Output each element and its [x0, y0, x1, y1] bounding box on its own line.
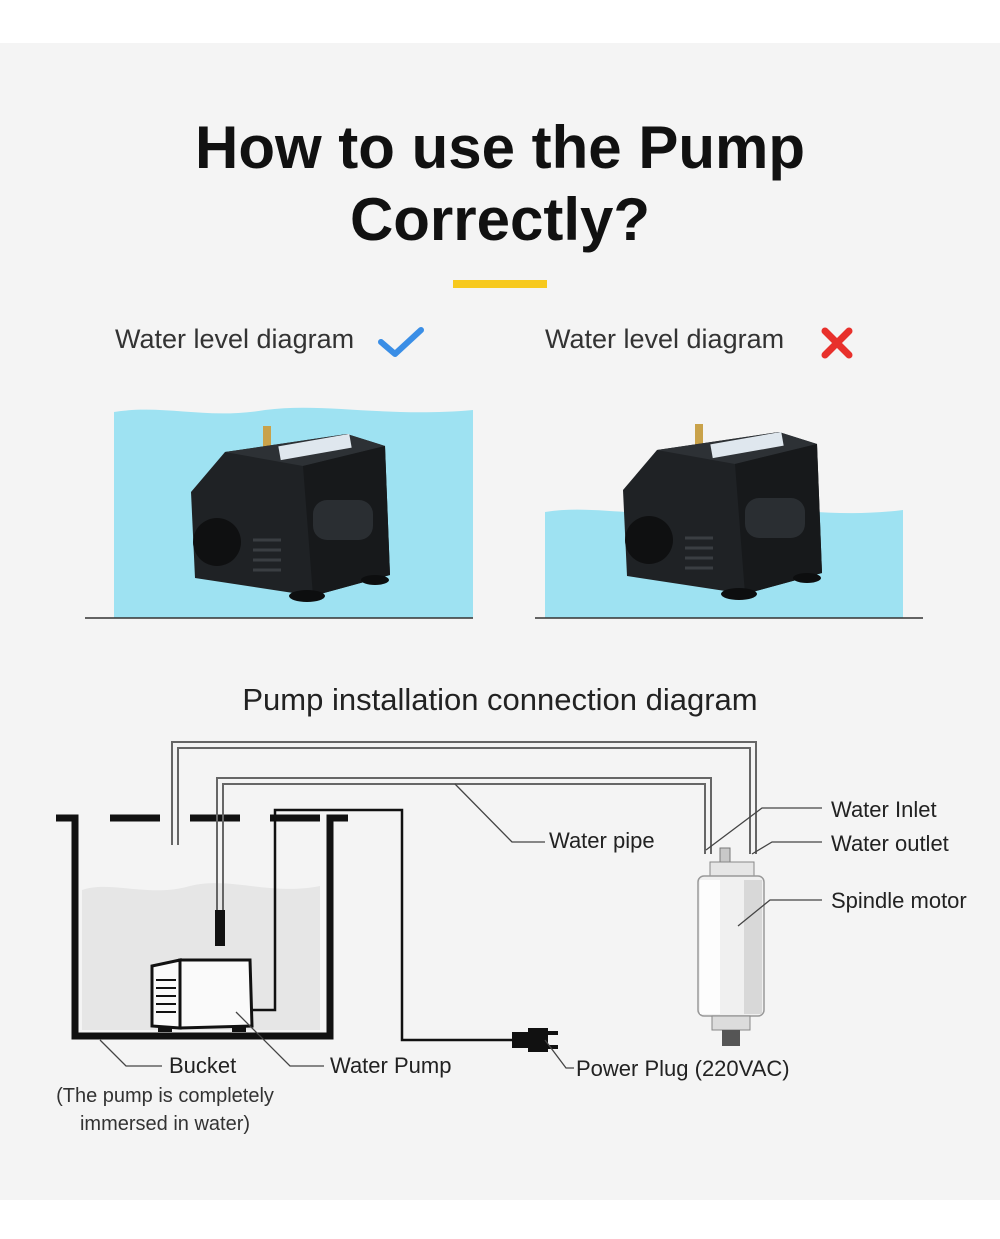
title-line-2: Correctly? — [349, 186, 651, 253]
water-level-scene-correct — [85, 407, 473, 619]
water-pipe-label: Water pipe — [549, 828, 655, 853]
water-level-label-incorrect: Water level diagram — [545, 324, 785, 354]
immersion-note-line-1: (The pump is completely — [56, 1085, 274, 1107]
immersion-note-line-2: immersed in water) — [79, 1113, 251, 1135]
water-level-label-correct: Water level diagram — [115, 324, 355, 354]
bucket — [56, 814, 348, 1040]
power-plug — [512, 1028, 558, 1052]
power-plug-label: Power Plug (220VAC) — [576, 1056, 790, 1081]
pump-image — [191, 426, 390, 602]
installation-title: Pump installation connection diagram — [242, 682, 758, 717]
power-cable — [253, 808, 512, 1042]
page-title: How to use the Pump Correctly? — [0, 112, 1000, 256]
title-underline — [453, 280, 547, 288]
spindle-motor — [697, 847, 765, 1046]
bucket-label: Bucket — [169, 1053, 237, 1078]
cross-icon — [821, 327, 853, 359]
bucket-water — [82, 883, 320, 1030]
title-line-1: How to use the Pump — [194, 114, 806, 181]
water-pipe-return — [171, 741, 757, 854]
check-icon — [378, 327, 424, 357]
water-outlet-label: Water outlet — [831, 831, 949, 856]
leader-lines — [99, 783, 822, 1069]
water-pump — [150, 910, 254, 1032]
water-inlet-label: Water Inlet — [831, 797, 937, 822]
spindle-motor-label: Spindle motor — [831, 888, 967, 913]
installation-diagram — [56, 741, 822, 1069]
water-pump-label: Water Pump — [330, 1053, 452, 1078]
pump-image — [623, 424, 822, 600]
immersion-note: (The pump is completely immersed in wate… — [30, 1082, 300, 1138]
water-level-scene-incorrect — [535, 424, 923, 619]
water-pipe-supply — [216, 777, 712, 935]
